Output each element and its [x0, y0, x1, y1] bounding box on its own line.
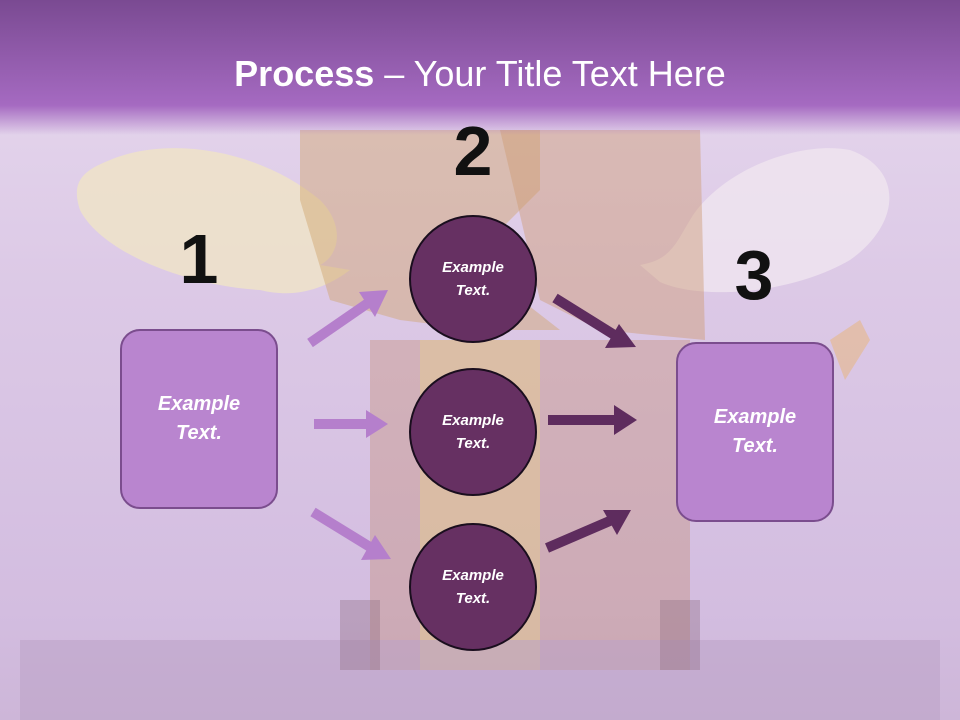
step-number-1: 1	[179, 220, 219, 298]
left-box-text: Example Text.	[157, 393, 241, 444]
circle-middle-text: Example Text.	[442, 412, 504, 452]
step-number-3: 3	[734, 236, 774, 314]
title-bar	[0, 0, 960, 135]
right-box-text: Example Text.	[713, 406, 797, 457]
left-box: Example Text.	[120, 329, 278, 509]
arrow-middle-to-right	[548, 405, 637, 435]
arrow-left-to-bottom	[310, 507, 391, 560]
circle-bottom-text: Example Text.	[442, 567, 504, 607]
slide-title: Process – Your Title Text Here	[0, 52, 960, 96]
title-bold: Process	[234, 53, 375, 94]
circle-top: Example Text.	[409, 215, 537, 343]
circle-bottom: Example Text.	[409, 523, 537, 651]
arrow-left-to-top	[307, 290, 388, 348]
circle-middle: Example Text.	[409, 368, 537, 496]
right-box: Example Text.	[676, 342, 834, 522]
arrow-top-to-right	[552, 293, 636, 348]
arrow-bottom-to-right	[545, 510, 631, 553]
circle-top-text: Example Text.	[442, 259, 504, 299]
arrow-left-to-middle	[314, 410, 388, 438]
title-rest: – Your Title Text Here	[374, 53, 726, 94]
step-number-2: 2	[453, 112, 493, 190]
